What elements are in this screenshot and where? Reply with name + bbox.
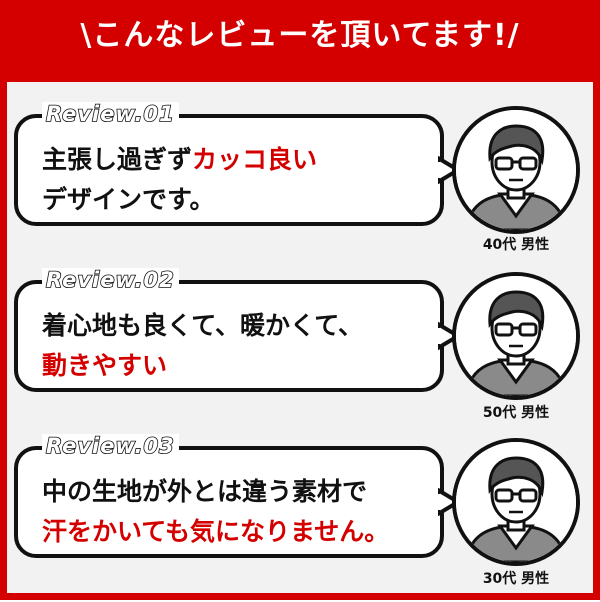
person-avatar-icon [452,438,580,566]
reviewer-caption: 50代 男性 [482,405,550,421]
speech-bubble: 着心地も良くて、暖かくて、 動きやすい [14,280,444,392]
review-tag: Review.02 [42,267,179,293]
speech-bubble: 中の生地が外とは違う素材で 汗をかいても気になりません。 [14,446,444,558]
bubble-tail-icon [438,488,460,516]
review-line2-text: デザインです。 [42,185,215,214]
review-card-3: 中の生地が外とは違う素材で 汗をかいても気になりません。 Review.03 [0,432,600,602]
review-text: 主張し過ぎずカッコ良い デザインです。 [42,140,424,220]
reviewer-caption: 40代 男性 [482,237,550,253]
review-text: 中の生地が外とは違う素材で 汗をかいても気になりません。 [42,472,424,552]
review-line1-text: 着心地も良くて、暖かくて、 [42,311,364,340]
person-avatar-icon [452,106,580,234]
review-line1-text: 中の生地が外とは違う素材で [42,477,368,506]
review-line1-highlight: カッコ良い [192,145,318,174]
person-avatar-icon [452,272,580,400]
review-line2-highlight: 汗をかいても気になりません。 [42,517,390,546]
header-bar: \こんなレビューを頂いてます!/ [0,0,600,82]
bubble-tail-icon [438,322,460,350]
header-title: \こんなレビューを頂いてます!/ [80,18,520,53]
review-card-1: 主張し過ぎずカッコ良い デザインです。 Review.01 40代 [0,98,600,268]
speech-bubble: 主張し過ぎずカッコ良い デザインです。 [14,114,444,226]
review-tag: Review.03 [42,433,179,459]
bubble-tail-icon [438,156,460,184]
review-tag: Review.01 [42,101,179,127]
review-line1-text: 主張し過ぎず [42,145,193,174]
reviewer-caption: 30代 男性 [482,571,550,587]
review-card-2: 着心地も良くて、暖かくて、 動きやすい Review.02 50代 [0,266,600,436]
review-text: 着心地も良くて、暖かくて、 動きやすい [42,306,424,386]
review-line2-highlight: 動きやすい [42,351,168,380]
